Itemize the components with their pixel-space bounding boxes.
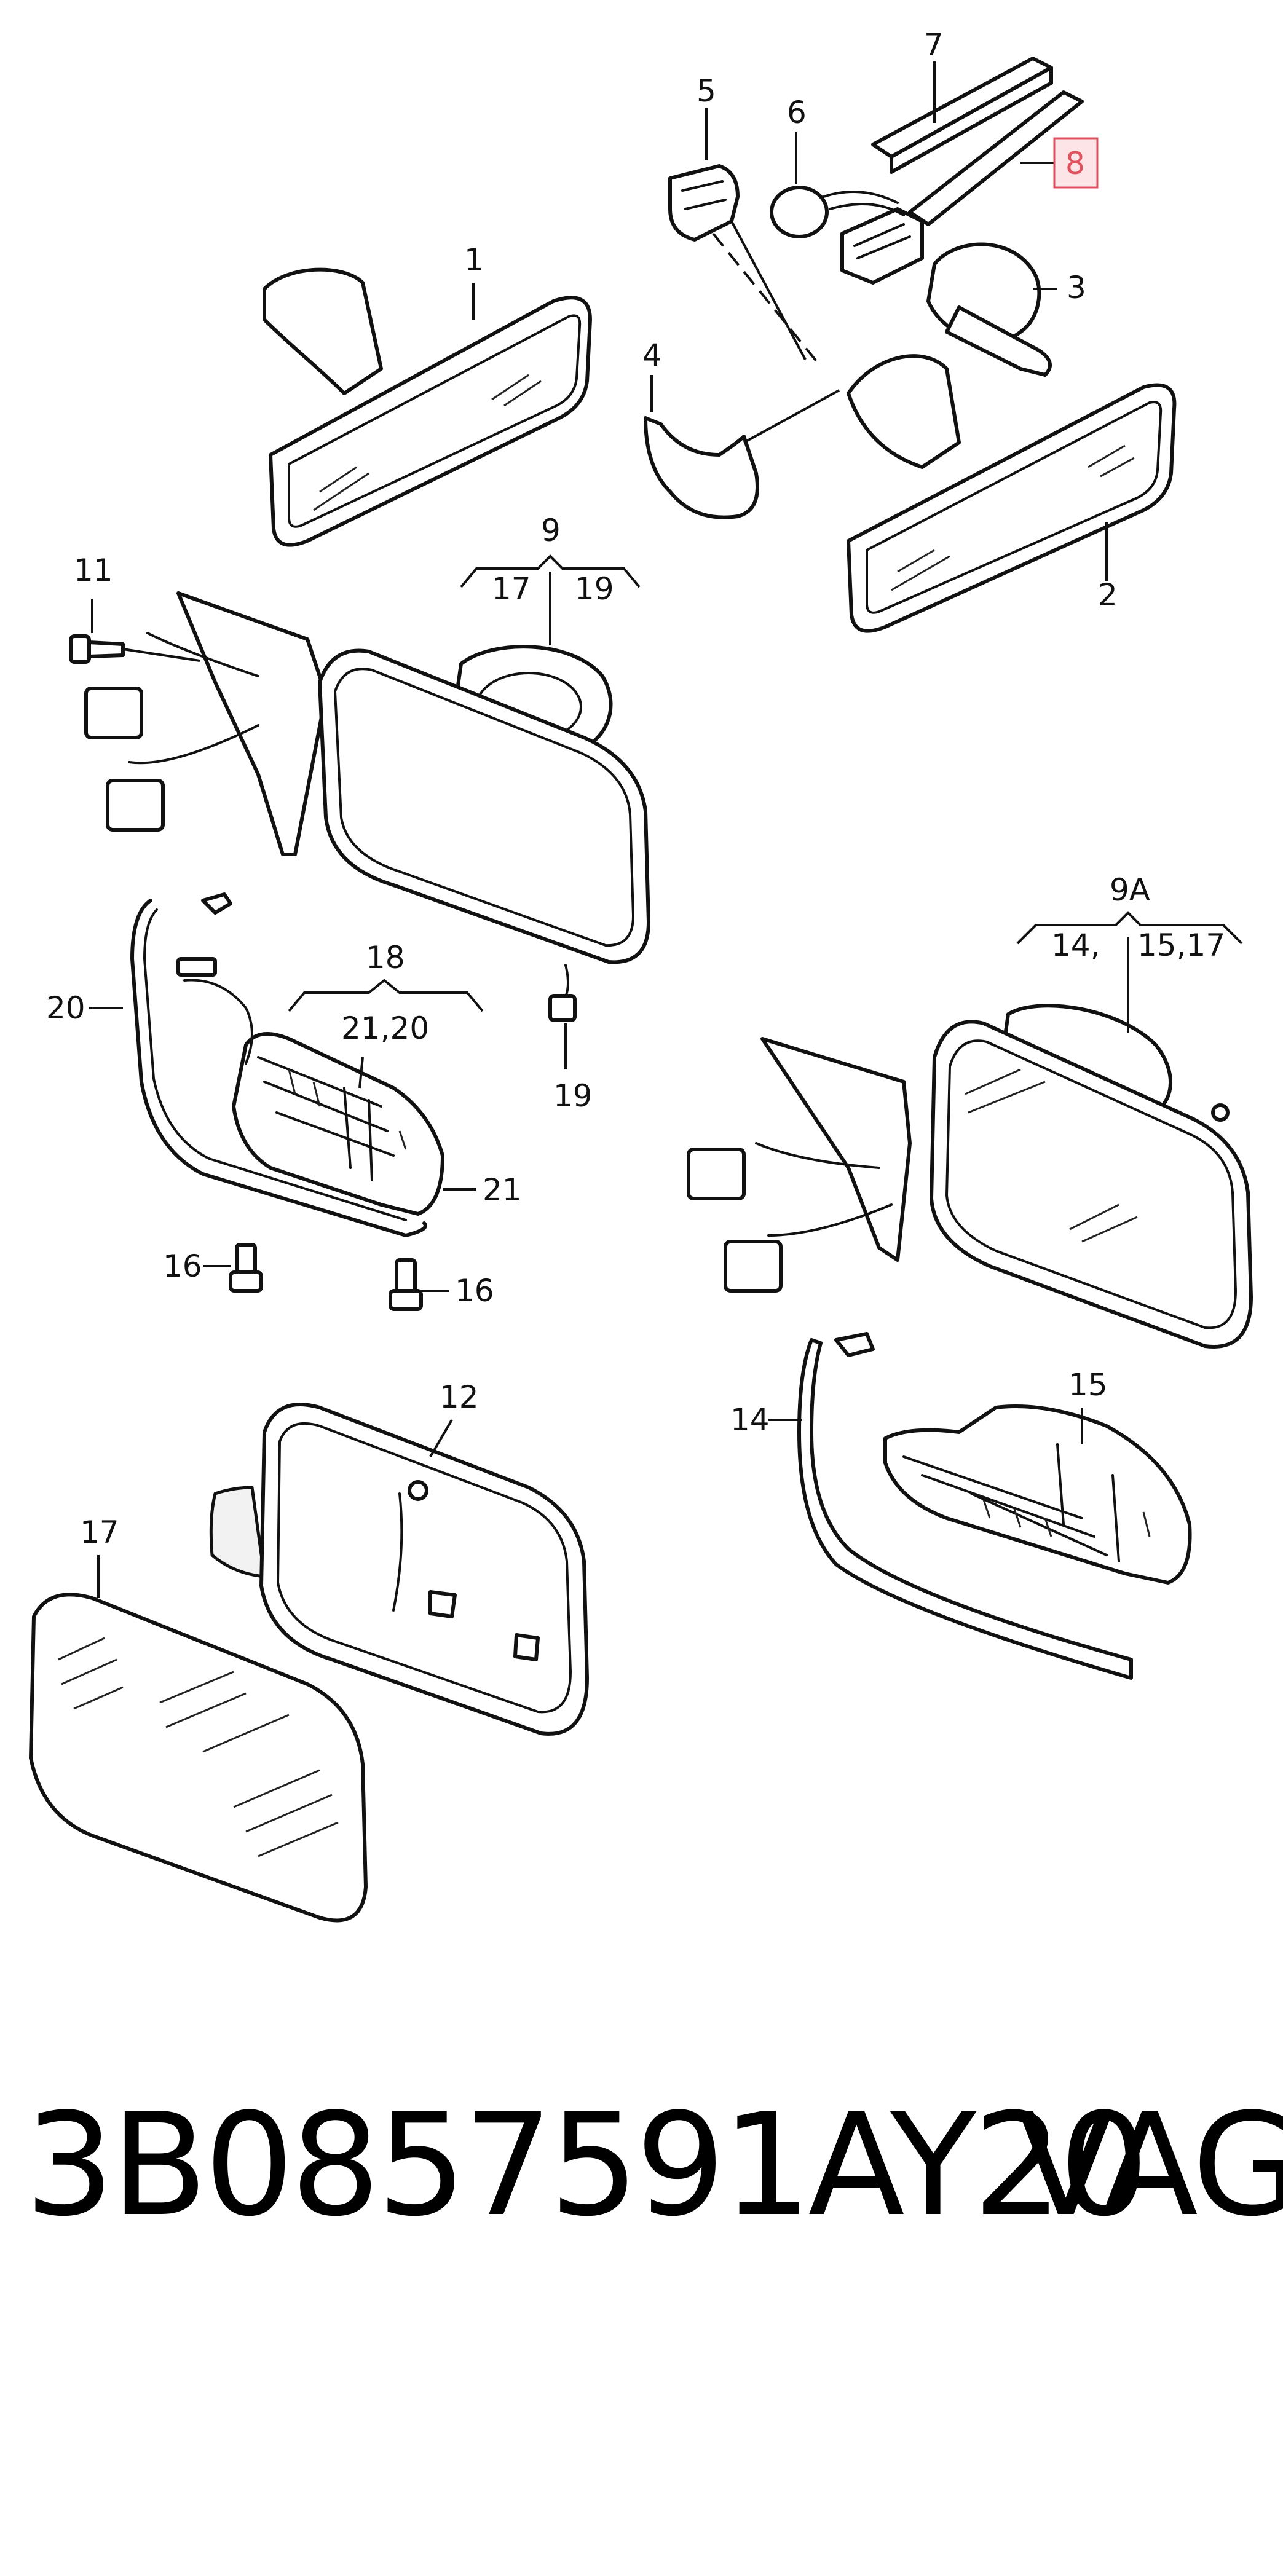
- footer: 3B0857591AY20 VAG: [0, 2084, 1283, 2268]
- leader-lines: [89, 61, 1243, 1598]
- callout-2: 2: [1098, 577, 1118, 613]
- sensor-cap-6: [770, 186, 899, 238]
- mount-cover-3: [926, 242, 1052, 377]
- callout-11: 11: [74, 553, 113, 588]
- parts-diagram: 1 2 3 4 5 6 7 8 9 17 19 11 18 21,20 19 2…: [29, 27, 1253, 1923]
- brand-name: VAG: [1017, 2084, 1283, 2248]
- assembly-line: [712, 232, 819, 364]
- callout-16b: 16: [455, 1273, 494, 1309]
- cover-strip-8: [829, 90, 1084, 285]
- callout-7: 7: [924, 27, 944, 63]
- exterior-mirror-9a: [687, 1004, 1253, 1349]
- callout-6: 6: [787, 95, 807, 130]
- interior-mirror-1: [263, 267, 592, 547]
- callout-9-17: 17: [492, 571, 531, 607]
- callout-21: 21: [483, 1172, 522, 1208]
- callout-14: 14: [730, 1402, 770, 1438]
- callout-12: 12: [440, 1379, 479, 1415]
- interior-mirror-2: [847, 354, 1177, 633]
- callout-8: 8: [1065, 146, 1085, 181]
- callout-9a-14: 14,: [1051, 928, 1100, 963]
- exterior-mirror-9: [84, 591, 650, 1022]
- mirror-glass-17: [29, 1593, 368, 1923]
- callout-19: 19: [553, 1078, 593, 1114]
- callout-18-sub: 21,20: [341, 1010, 429, 1046]
- callout-4: 4: [642, 337, 662, 373]
- callout-9-19: 19: [575, 571, 614, 607]
- callout-15: 15: [1068, 1367, 1108, 1403]
- base-piece-4: [644, 416, 759, 519]
- edge-trim-14: [797, 1332, 1133, 1680]
- callout-18: 18: [366, 940, 405, 975]
- screw-16a: [229, 1243, 263, 1293]
- glass-carrier-12: [209, 1403, 589, 1736]
- highlight-box-8: [1053, 137, 1099, 189]
- housing-frame-15: [883, 1404, 1192, 1585]
- callout-16a: 16: [163, 1248, 202, 1284]
- screw-16b: [389, 1258, 423, 1311]
- callout-3: 3: [1067, 270, 1086, 305]
- clip-5: [668, 164, 740, 242]
- trim-strip-7: [871, 57, 1053, 174]
- callout-17: 17: [80, 1514, 119, 1550]
- callout-20: 20: [46, 990, 85, 1026]
- callout-9a: 9A: [1110, 872, 1150, 908]
- part-number: 3B0857591AY20: [25, 2084, 1149, 2248]
- bolt-11: [69, 634, 200, 664]
- callout-1: 1: [464, 242, 484, 278]
- callout-9: 9: [541, 513, 561, 548]
- callout-5: 5: [697, 73, 716, 109]
- callout-9a-1517: 15,17: [1137, 928, 1225, 963]
- housing-frame-21: [176, 957, 444, 1216]
